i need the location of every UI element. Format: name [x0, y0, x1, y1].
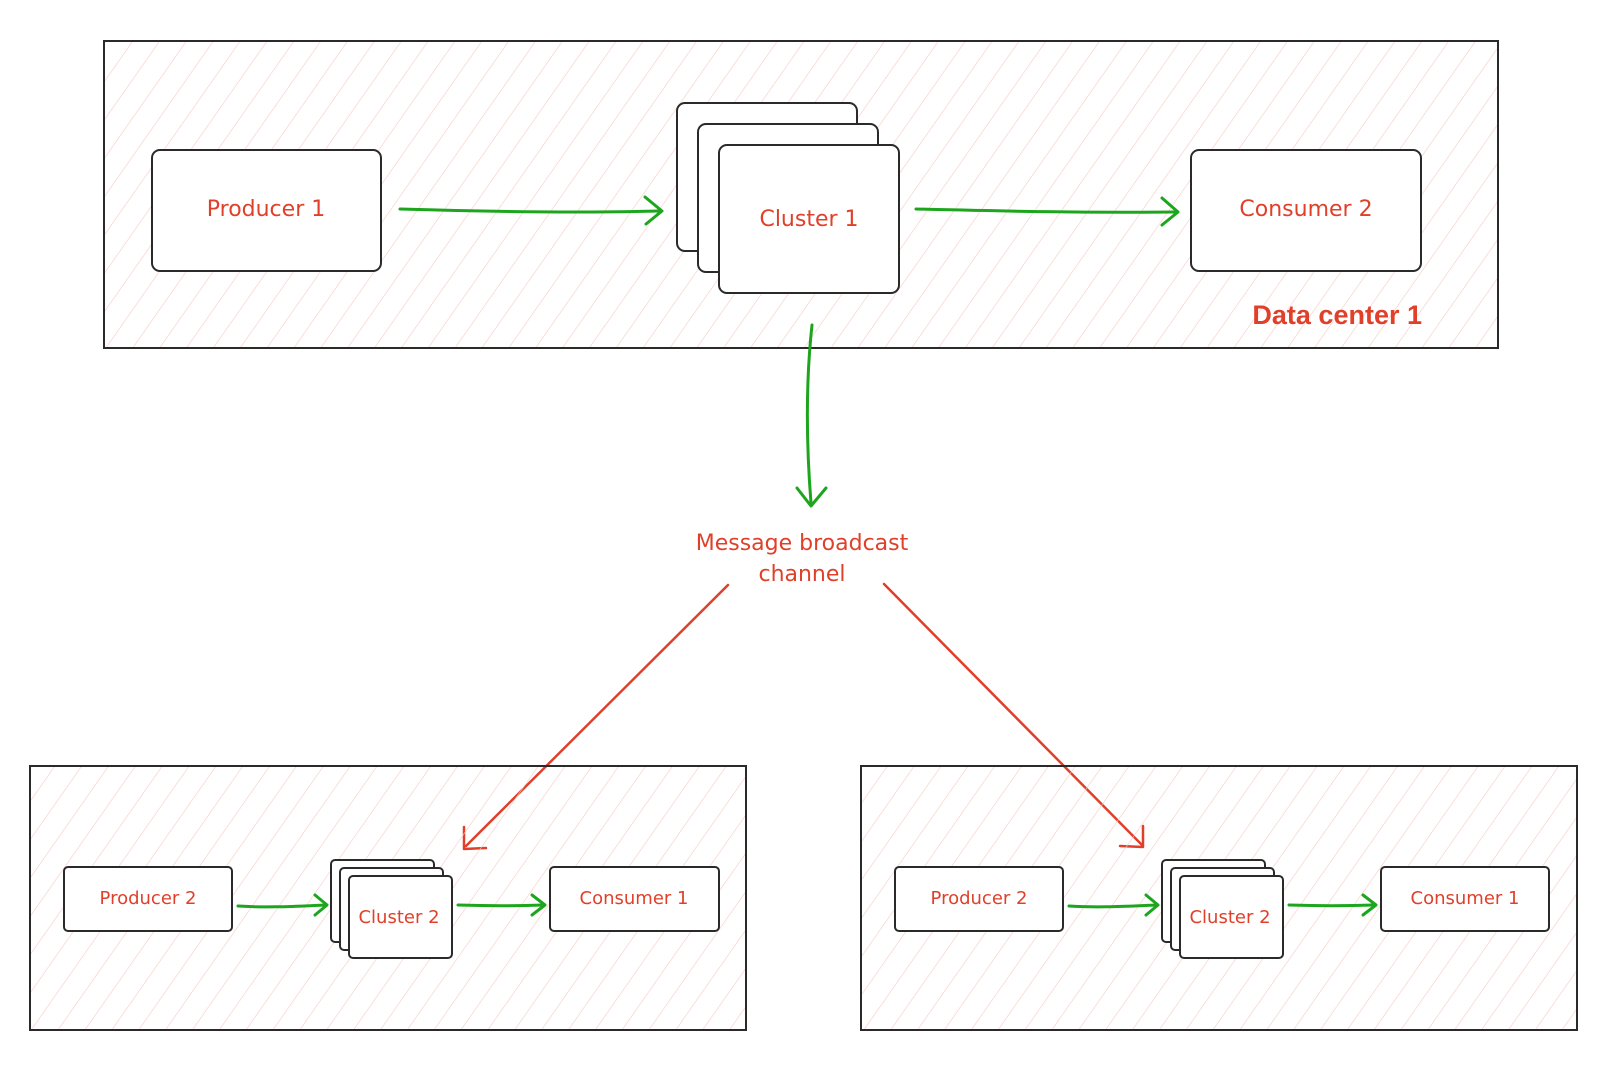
cluster-1-node[interactable]: Cluster 1	[676, 102, 900, 294]
left-cluster-2-node[interactable]: Cluster 2	[330, 859, 453, 959]
left-arrow-cluster-to-consumer	[456, 893, 547, 917]
broadcast-label-line2: channel	[758, 562, 845, 587]
right-producer-2-node[interactable]: Producer 2	[894, 866, 1064, 932]
right-cluster-2-label: Cluster 2	[1189, 907, 1270, 928]
producer-1-label: Producer 1	[207, 197, 325, 222]
left-consumer-1-label: Consumer 1	[580, 888, 689, 909]
arrow-cluster1-to-consumer2	[914, 196, 1180, 227]
left-arrow-producer-to-cluster	[236, 893, 329, 917]
right-arrow-producer-to-cluster	[1067, 893, 1160, 917]
left-producer-2-label: Producer 2	[100, 888, 197, 909]
data-center-left: Producer 2 Cluster 2 Consumer 1	[29, 765, 747, 1031]
right-cluster-2-stack-front	[1179, 875, 1284, 959]
cluster-1-stack-front	[718, 144, 900, 294]
broadcast-label-line1: Message broadcast	[696, 531, 909, 556]
right-producer-2-label: Producer 2	[931, 888, 1028, 909]
data-center-1-title: Data center 1	[1252, 300, 1422, 330]
data-center-right: Producer 2 Cluster 2 Consumer 1	[860, 765, 1578, 1031]
producer-1-node[interactable]: Producer 1	[151, 149, 382, 272]
arrow-producer1-to-cluster1	[398, 195, 664, 226]
left-cluster-2-label: Cluster 2	[358, 907, 439, 928]
left-consumer-1-node[interactable]: Consumer 1	[549, 866, 720, 932]
consumer-2-label: Consumer 2	[1239, 197, 1372, 222]
consumer-2-node[interactable]: Consumer 2	[1190, 149, 1422, 272]
left-producer-2-node[interactable]: Producer 2	[63, 866, 233, 932]
right-cluster-2-node[interactable]: Cluster 2	[1161, 859, 1284, 959]
right-arrow-cluster-to-consumer	[1287, 893, 1378, 917]
right-consumer-1-node[interactable]: Consumer 1	[1380, 866, 1550, 932]
broadcast-channel: Message broadcast channel	[696, 531, 909, 587]
arrow-cluster1-to-broadcast	[795, 323, 828, 508]
data-center-1: Producer 1 Cluster 1 Consumer 2 Data cen…	[103, 40, 1499, 349]
right-consumer-1-label: Consumer 1	[1411, 888, 1520, 909]
cluster-1-label: Cluster 1	[759, 207, 858, 232]
left-cluster-2-stack-front	[348, 875, 453, 959]
